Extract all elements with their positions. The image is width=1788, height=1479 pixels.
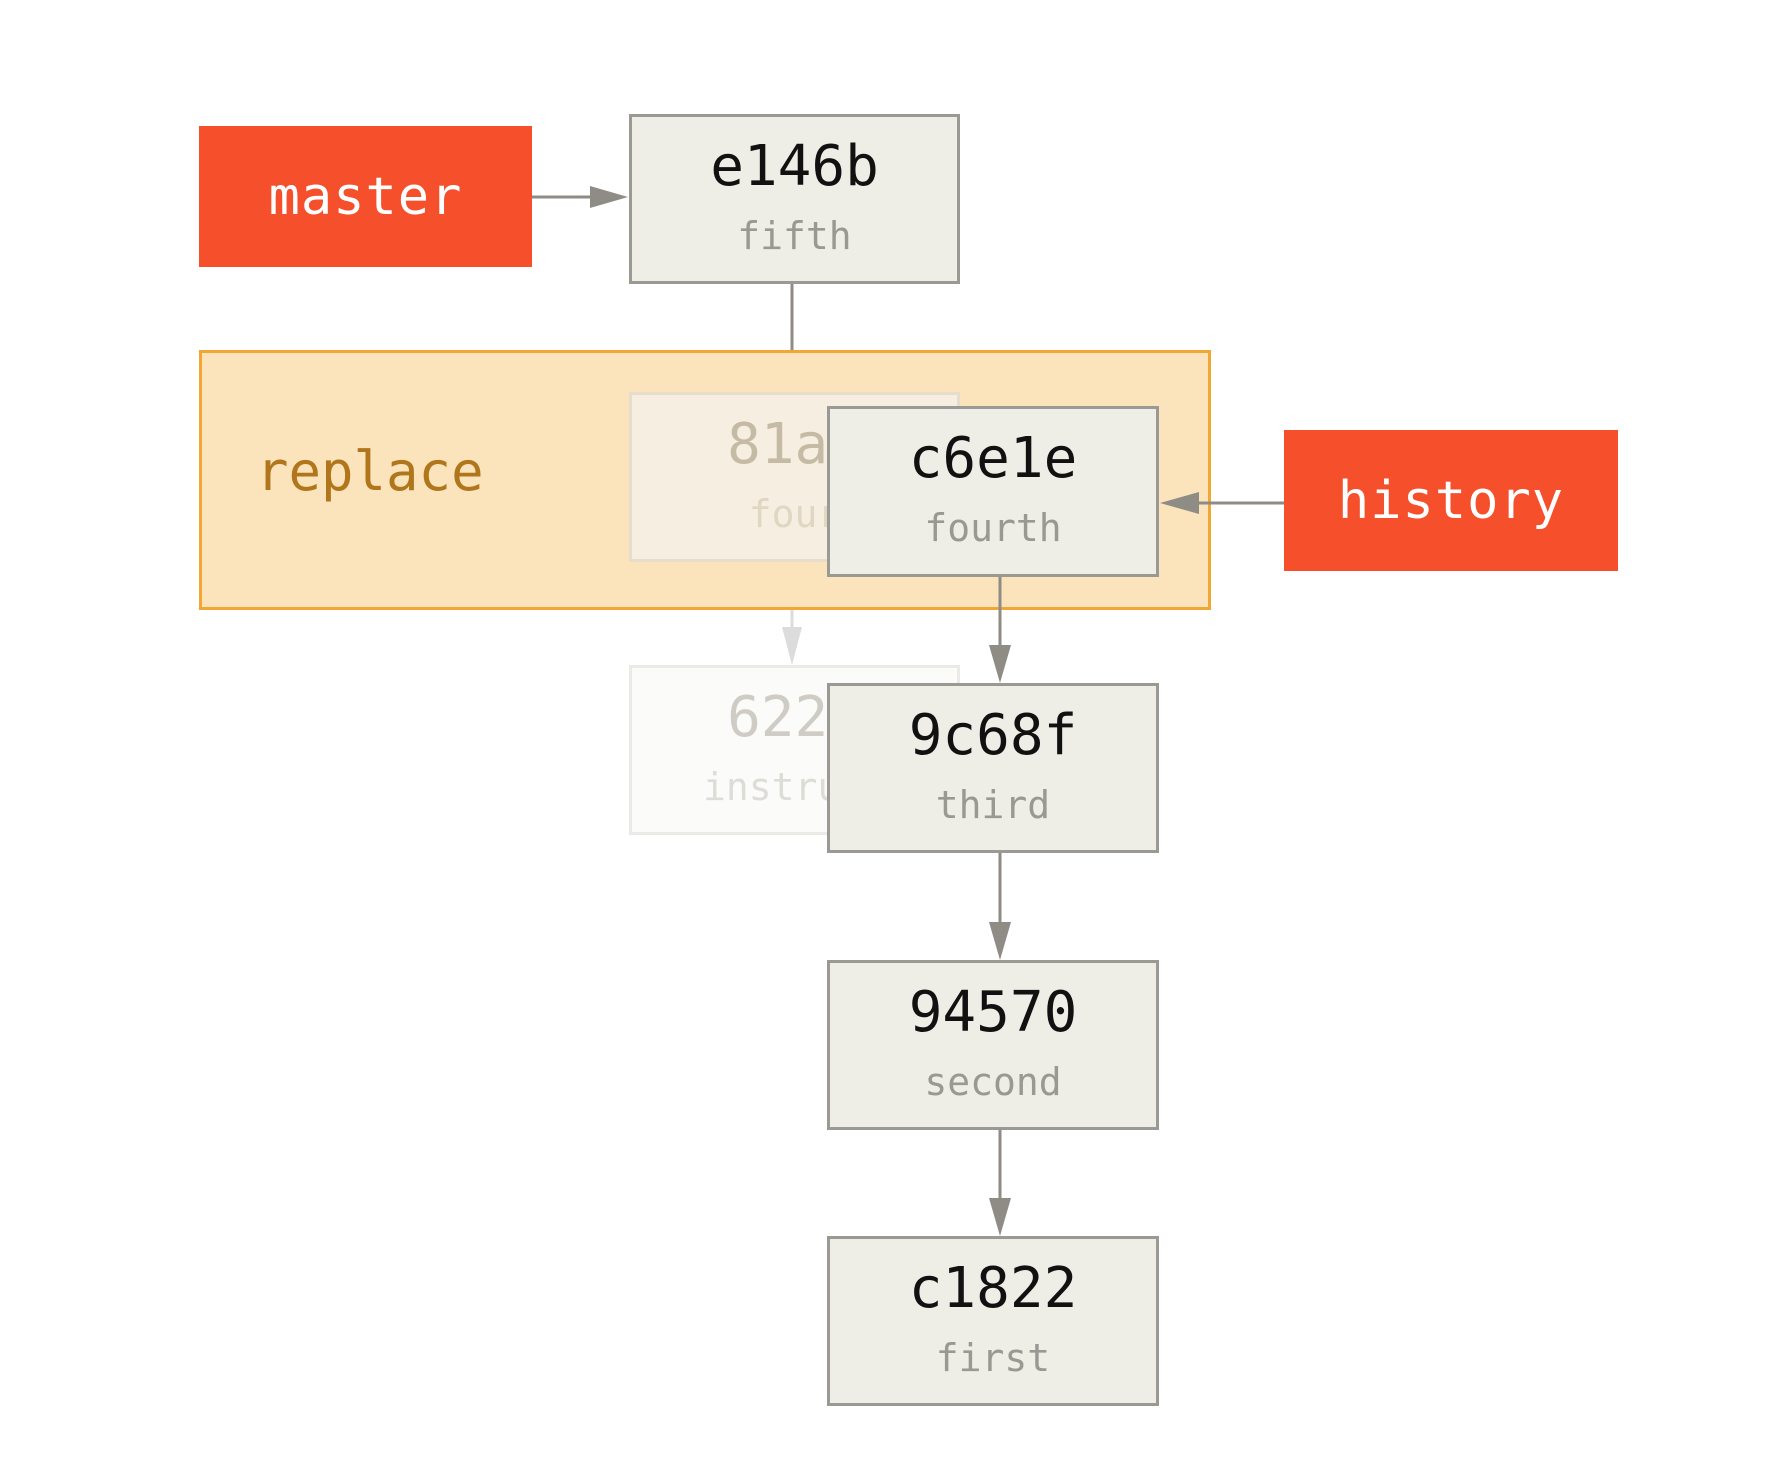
commit-message: second (924, 1060, 1062, 1104)
branch-label: history (1337, 470, 1565, 531)
commit-sha: c1822 (908, 1256, 1078, 1321)
commit-message: fifth (737, 214, 852, 258)
commit-sha: 9c68f (908, 703, 1078, 768)
commit-sha: 94570 (908, 980, 1078, 1045)
commit-sha: e146b (710, 134, 879, 199)
commit-9c68f: 9c68f third (827, 683, 1159, 853)
replace-label: replace (256, 440, 484, 503)
commit-sha: c6e1e (908, 426, 1078, 491)
commit-message: fourth (924, 506, 1062, 550)
branch-label: master (268, 166, 463, 227)
commit-c6e1e: c6e1e fourth (827, 406, 1159, 577)
branch-master: master (199, 126, 532, 267)
commit-message: third (935, 783, 1051, 827)
commit-c1822: c1822 first (827, 1236, 1159, 1406)
commit-message: four (748, 492, 841, 536)
commit-e146b: e146b fifth (629, 114, 960, 284)
branch-history: history (1284, 430, 1618, 571)
commit-94570: 94570 second (827, 960, 1159, 1130)
commit-message: first (935, 1336, 1051, 1380)
